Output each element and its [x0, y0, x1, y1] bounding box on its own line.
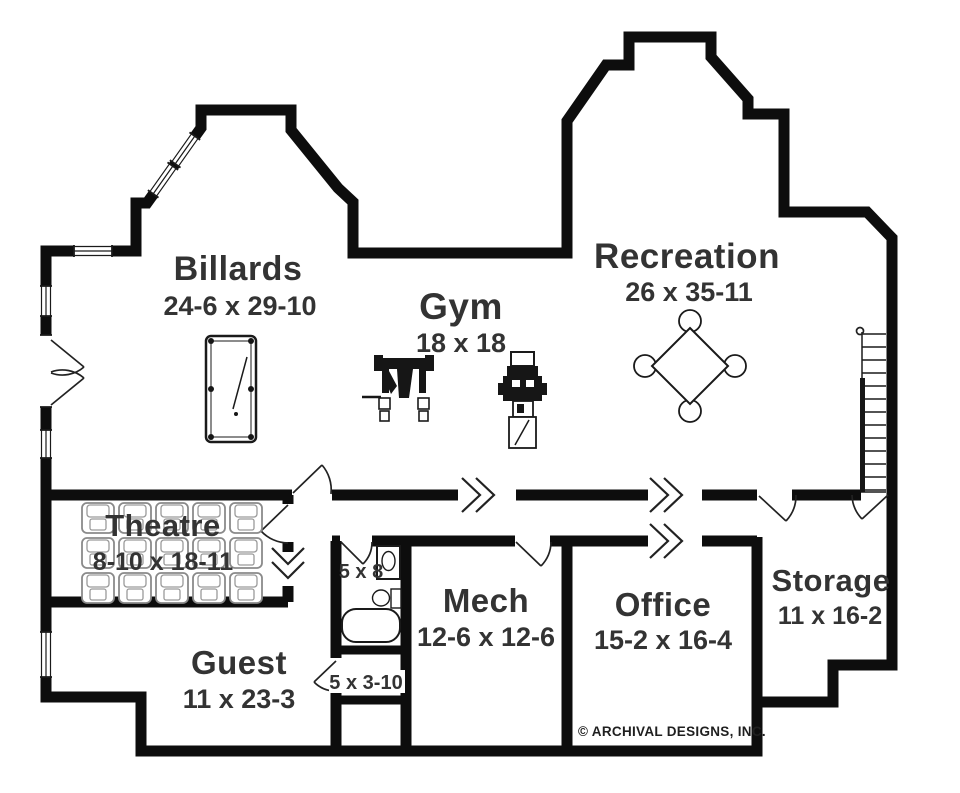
doors: [40, 334, 889, 692]
room-dims-mech: 12-6 x 12-6: [417, 622, 555, 652]
theatre-seat-icon: [229, 537, 263, 569]
dining-table-icon: [633, 309, 747, 423]
room-label-billards: Billards: [174, 250, 303, 288]
theatre-seat-icon: [155, 502, 189, 534]
window: [40, 429, 52, 459]
theatre-seat-icon: [155, 537, 189, 569]
bathroom-fixtures: [341, 545, 402, 643]
theatre-seat-icon: [229, 572, 263, 604]
room-dims-closet: 5 x 3-10: [329, 672, 402, 694]
theatre-seat-icon: [81, 572, 115, 604]
french-doors: [40, 334, 85, 408]
bathtub-icon: [341, 608, 401, 643]
room-label-storage: Storage: [772, 563, 891, 598]
copyright-bg: [573, 700, 751, 743]
door-arc: [260, 504, 289, 544]
room-dims-bath: 5 x 8: [339, 561, 383, 583]
room-label-mech: Mech: [443, 582, 529, 619]
room-dims-storage: 11 x 16-2: [778, 602, 882, 630]
theatre-seat-icon: [118, 502, 152, 534]
room-dims-gym: 18 x 18: [416, 328, 506, 358]
theatre-seat-icon: [192, 502, 226, 534]
theatre-seat-icon: [192, 537, 226, 569]
wall-break-icon: [271, 547, 305, 580]
door-arc: [515, 541, 552, 567]
interior-walls: [46, 489, 861, 751]
room-label-gym: Gym: [419, 286, 503, 327]
window: [40, 285, 52, 317]
room-dims-theatre: 8-10 x 18-11: [93, 548, 233, 576]
door-arc: [340, 541, 373, 565]
door-arc: [758, 494, 797, 522]
theatre-seat-icon: [118, 537, 152, 569]
sink-icon: [376, 545, 401, 580]
door-arc: [851, 491, 889, 520]
exterior-walls: [40, 31, 898, 757]
pool-table-icon: [204, 334, 258, 444]
door-arc: [292, 464, 333, 495]
stair-rail-wall: [860, 378, 865, 492]
theatre-seat-icon: [155, 572, 189, 604]
room-labels: Billards 24-6 x 29-10 Gym 18 x 18 Recrea…: [93, 237, 891, 714]
theatre-seat-icon: [229, 502, 263, 534]
stair-newel-icon: [855, 326, 865, 336]
theatre-seat-icon: [81, 502, 115, 534]
wall-break-icon: [461, 477, 496, 513]
room-dims-guest: 11 x 23-3: [183, 684, 296, 714]
room-dims-recreation: 26 x 35-11: [625, 277, 753, 307]
window: [169, 131, 201, 169]
room-dims-billards: 24-6 x 29-10: [163, 291, 316, 321]
windows: [40, 131, 201, 678]
closet-label-bg: [329, 670, 405, 693]
exterior-wall-outline: [40, 31, 898, 757]
stairs-icon: [855, 326, 886, 492]
theatre-seat-row: [81, 537, 263, 569]
room-label-theatre: Theatre: [105, 508, 220, 543]
theatre-seats: [81, 502, 263, 604]
theatre-seat-icon: [118, 572, 152, 604]
copyright-block: © ARCHIVAL DESIGNS, INC.: [573, 700, 766, 743]
copyright: © ARCHIVAL DESIGNS, INC.: [578, 724, 766, 739]
treadmill-icon: [498, 351, 547, 449]
window: [73, 245, 113, 257]
wall-break-icon: [649, 523, 684, 559]
gym-equipment-icon: [362, 355, 434, 422]
wall-break-icon: [649, 477, 684, 513]
room-dims-office: 15-2 x 16-4: [594, 625, 732, 655]
theatre-seat-row: [81, 572, 263, 604]
window: [40, 631, 52, 678]
wall-break-symbols: [271, 477, 684, 580]
room-label-guest: Guest: [191, 644, 287, 681]
theatre-seat-icon: [192, 572, 226, 604]
room-label-office: Office: [615, 586, 712, 623]
theatre-seat-row: [81, 502, 263, 534]
toilet-icon: [371, 588, 402, 609]
window: [147, 161, 179, 199]
theatre-seat-icon: [81, 537, 115, 569]
room-label-recreation: Recreation: [594, 237, 780, 276]
